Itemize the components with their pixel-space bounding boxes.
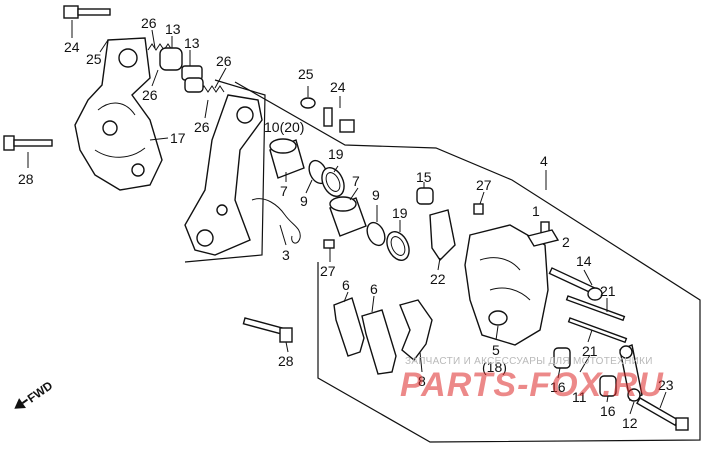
callout-27a: 27 <box>320 263 336 279</box>
pin-14 <box>548 267 603 301</box>
watermark-tagline: ЗАПЧАСТИ И АКСЕССУАРЫ ДЛЯ МОТОТЕХНИКИ <box>405 356 653 367</box>
callout-16a: 16 <box>550 379 566 395</box>
callout-14: 14 <box>576 253 592 269</box>
callout-10: 10(20) <box>264 119 304 135</box>
callout-25a: 25 <box>86 51 102 67</box>
fwd-arrow-icon: FWD <box>14 380 56 409</box>
callout-16b: 16 <box>600 403 616 419</box>
seal-19-lower <box>386 231 410 261</box>
callout-26b: 26 <box>142 87 158 103</box>
callout-9b: 9 <box>372 187 380 203</box>
callout-26c: 26 <box>216 53 232 69</box>
callout-6a: 6 <box>342 277 350 293</box>
link-12 <box>619 344 643 402</box>
pin-spring-13 <box>147 43 225 93</box>
callout-26a: 26 <box>141 15 157 31</box>
fwd-label: FWD <box>25 380 56 406</box>
watermark-logo: PARTS-FOX.RU <box>400 366 664 404</box>
bracket-22 <box>429 209 456 262</box>
callout-19a: 19 <box>328 146 344 162</box>
screw-27-lower <box>323 239 335 249</box>
callout-5: 5 <box>492 342 500 358</box>
bolt-28-lower <box>242 317 293 343</box>
pad-spring-8 <box>399 299 433 362</box>
seal-9-lower <box>366 221 386 247</box>
callout-2: 2 <box>562 234 570 250</box>
callout-1: 1 <box>532 203 540 219</box>
callout-6b: 6 <box>370 281 378 297</box>
bolt-28-left <box>3 135 53 151</box>
rod-21-lower <box>567 317 628 344</box>
callout-19b: 19 <box>392 205 408 221</box>
callout-13a: 13 <box>165 21 181 37</box>
callout-9a: 9 <box>300 193 308 209</box>
bolt-24-top <box>63 5 111 19</box>
callout-15: 15 <box>416 169 432 185</box>
callout-26d: 26 <box>194 119 210 135</box>
callout-4: 4 <box>540 153 548 169</box>
callout-18: (18) <box>482 359 507 375</box>
callout-28b: 28 <box>278 353 294 369</box>
plate-2 <box>526 229 560 247</box>
bushing-16-upper <box>553 347 571 369</box>
callout-27b: 27 <box>476 177 492 193</box>
piston-7-upper <box>269 138 305 179</box>
brake-pad-6-left <box>333 297 365 357</box>
washer-25 <box>300 97 316 109</box>
callout-11: 11 <box>572 389 587 405</box>
spring-clip-3 <box>251 198 301 244</box>
bolt-23 <box>636 397 689 431</box>
bleeder-15 <box>416 187 434 205</box>
callout-3: 3 <box>282 247 290 263</box>
callout-25b: 25 <box>298 66 314 82</box>
callout-21b: 21 <box>582 343 598 359</box>
piston-7-lower <box>329 196 367 237</box>
callout-23: 23 <box>658 377 674 393</box>
callout-12: 12 <box>622 415 638 431</box>
caliper-assembly-frame <box>234 81 701 443</box>
callout-24a: 24 <box>64 39 80 55</box>
callout-21a: 21 <box>600 283 616 299</box>
callout-7b: 7 <box>352 173 360 189</box>
bracket-10 <box>184 94 263 256</box>
rod-21-upper <box>565 295 626 322</box>
callout-8: 8 <box>418 373 426 389</box>
leader-lines <box>27 20 667 415</box>
brake-pad-6-right <box>361 309 397 375</box>
callout-7a: 7 <box>280 183 288 199</box>
callout-13b: 13 <box>184 35 200 51</box>
screw-27-upper <box>473 203 484 215</box>
callout-17: 17 <box>170 130 186 146</box>
callout-22: 22 <box>430 271 446 287</box>
caliper-body-5 <box>464 224 549 346</box>
left-caliper-body <box>74 37 163 191</box>
callout-28a: 28 <box>18 171 34 187</box>
seal-19-upper <box>321 167 345 197</box>
bolt-24-right <box>323 107 355 133</box>
bracket-group-frame <box>184 79 266 263</box>
callout-24b: 24 <box>330 79 346 95</box>
